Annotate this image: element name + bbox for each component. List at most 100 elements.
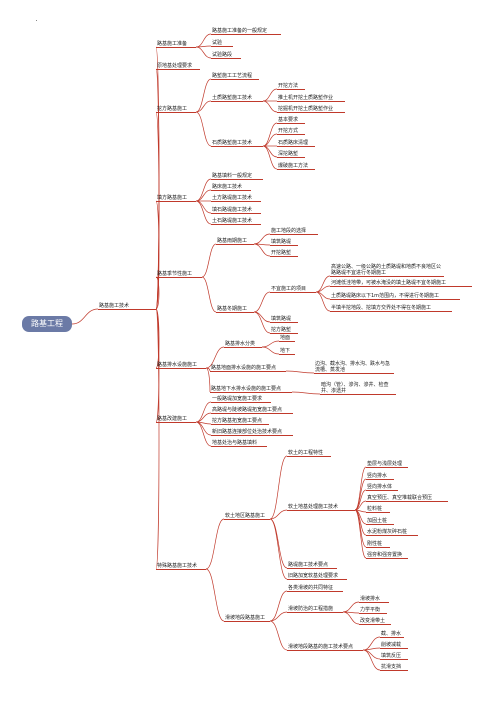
topic-node-a8c1d2e1[interactable]: 垫层与浅层处理 [366,461,408,468]
topic-node-a8c2[interactable]: 滑坡地段路基施工 [224,615,270,622]
topic-node-a2[interactable]: 原地基处理要求 [156,63,200,70]
branch-line-a8c1d2e8 [354,509,367,548]
topic-node-a5[interactable]: 路基季节性施工 [156,271,202,278]
topic-node-a8c1d2e7[interactable]: 水泥粉煤灰碎石桩 [366,529,418,536]
topic-node-a8c2d3e1[interactable]: 截、排水 [380,631,404,638]
branch-line-a5c2d1e4 [315,291,331,312]
branch-line-a4c2 [195,189,212,202]
topic-node-a5c2d2[interactable]: 填筑路堤 [270,316,298,323]
topic-node-a8c1[interactable]: 软土地区路基施工 [224,513,270,520]
topic-node-a5c2[interactable]: 路基冬期施工 [216,306,254,313]
topic-node-a8c1d1[interactable]: 软土的工程特性 [287,450,331,457]
topic-node-a7c4[interactable]: 新旧路基连接部位处治技术要点 [211,429,293,436]
topic-node-a8c2d3e3[interactable]: 填筑反压 [380,653,408,660]
topic-node-a4c3[interactable]: 土方路堤施工技术 [211,195,261,202]
topic-node-a8c2d2e2[interactable]: 力学平衡 [359,607,387,614]
branch-line-a5c2d1 [253,291,271,313]
topic-node-a6c3[interactable]: 路基地下水排水设施的施工要点 [210,386,292,393]
topic-node-a1c2[interactable]: 试验 [211,40,233,47]
topic-node-a7[interactable]: 路基改建施工 [156,416,196,423]
topic-node-a3c3d5[interactable]: 爆破施工方法 [277,163,315,170]
branch-line-a4 [155,200,160,310]
topic-node-a8c1d2e9[interactable]: 强夯和强夯置换 [366,552,408,559]
topic-node-a4c4[interactable]: 填石路堤施工技术 [211,207,261,214]
topic-node-a8c2d3e2[interactable]: 削坡减载 [380,642,408,649]
topic-node-a3c2[interactable]: 土质路堑施工技术 [211,95,263,102]
branch-line-a8c1d1 [269,455,288,520]
topic-node-a8c2d2[interactable]: 滑坡防治的工程措施 [287,606,343,613]
topic-node-a8c1d3[interactable]: 路堤施工技术要点 [287,562,337,569]
topic-node-a8c1d2e8[interactable]: 刚性桩 [366,541,390,548]
topic-node-a3c2d1[interactable]: 开挖方法 [277,83,305,90]
topic-node-a7c1[interactable]: 一般路堤加宽施工要求 [211,396,271,403]
topic-node-a1c3[interactable]: 试验路段 [211,52,241,59]
topic-node-a7c2[interactable]: 高路堤与陡坡路堤拓宽施工要点 [211,407,293,414]
branch-line-a6c2d1 [285,370,315,374]
topic-node-a5c2d1e3[interactable]: 土质路堤路床以下1m范围内，不得进行冬期施工 [330,293,460,300]
branch-line-a8c2d3 [269,620,288,651]
topic-node-a8c2d1[interactable]: 各类滑坡的共同特征 [287,585,343,592]
branch-line-a8c2d2 [269,611,288,622]
topic-node-a8c2d2e3[interactable]: 改变滑带土 [359,618,391,625]
topic-node-a3c3d2[interactable]: 开挖方式 [277,128,305,135]
topic-node-a7c5[interactable]: 地基处治与路基填料 [211,440,267,447]
root-node[interactable]: 路基工程 [22,316,72,332]
topic-node-a8c1d4[interactable]: 旧路加宽软基处理要求 [287,573,347,580]
topic-node-a8c1d2e6[interactable]: 加固土桩 [366,518,394,525]
branch-line-a1c1 [195,33,212,48]
branch-line-a8c2d1 [269,590,288,622]
branch-line-a1c3 [195,46,212,59]
branch-line-a3c3 [195,111,212,147]
topic-node-a6c3d1[interactable]: 暗沟（管）、渗沟、渗井、检查井、渗透井 [320,382,396,395]
topic-node-a3c2d2[interactable]: 推土机开挖土质路堑作业 [277,95,345,102]
topic-node-a1c1[interactable]: 路基施工准备的一般规定 [211,28,281,35]
branch-line-a8c2d2e1 [342,601,360,613]
branch-line-a8c2d3e3 [362,649,381,660]
topic-node-a4c1[interactable]: 路基填料一般规定 [211,173,263,180]
topic-node-a5c1d3[interactable]: 开挖路堑 [270,250,298,257]
topic-node-a5c2d1e2[interactable]: 河滩低洼地带，可被水淹没的填土路堤不宜冬期施工 [330,280,472,287]
topic-node-a1[interactable]: 路基施工准备 [156,41,196,48]
topic-node-a8c1d2e4[interactable]: 真空预压、真空堆载联合预压 [366,495,448,502]
topic-node-a8c2d3e4[interactable]: 抗滑支挡 [380,664,408,671]
topic-node-a8c1d2e5[interactable]: 粒料桩 [366,506,390,513]
topic-node-a8c2d2e1[interactable]: 滑坡排水 [359,596,389,603]
topic-node-a3c2d3[interactable]: 挖掘机开挖土质路堑作业 [277,106,345,113]
topic-node-a6c1[interactable]: 路基排水分类 [224,341,262,348]
topic-node-a6[interactable]: 路基排水设施施工 [156,362,206,369]
topic-node-a4[interactable]: 填方路基施工 [156,195,196,202]
topic-node-a8c1d2[interactable]: 软土地基处理施工技术 [287,504,355,511]
topic-node-a3c3d4[interactable]: 深挖路堑 [277,151,305,158]
topic-node-a8c1d2e3[interactable]: 竖向排水体 [366,484,398,491]
topic-node-a6c2[interactable]: 路基地面排水设施的施工要点 [210,365,286,372]
corner-mark [36,20,37,21]
topic-node-a3c1[interactable]: 路堑施工工艺流程 [211,73,259,80]
topic-node-a5c1d2[interactable]: 填筑路堤 [270,239,298,246]
topic-node-a3c3d3[interactable]: 石质路床清理 [277,140,315,147]
topic-node-a4c5[interactable]: 土石路堤施工技术 [211,218,261,225]
topic-node-a5c2d3[interactable]: 挖方路堑 [270,327,298,334]
topic-node-a6c2d1[interactable]: 边沟、截水沟、排水沟、跌水与急流槽、蒸发池 [314,361,394,374]
branch-line-a5c1 [201,243,217,278]
branch-line-a3 [155,111,160,310]
topic-node-a8c2d3[interactable]: 滑坡地段路基的施工技术要点 [287,644,363,651]
topic-node-a5c2d1e1[interactable]: 高速公路、一级公路的土质路堤和地质不良地区公路路堤不宜进行冬期施工 [330,264,444,277]
topic-node-a8c1d2e2[interactable]: 竖向排水 [366,473,394,480]
topic-node-a3c3[interactable]: 石质路堑施工技术 [211,140,263,147]
topic-node-a6c1d1[interactable]: 地面 [279,335,295,342]
branch-line-a6c1d1 [261,340,280,348]
topic-node-a5c2d1[interactable]: 不宜施工的项目 [270,286,316,293]
topic-node-a5c1[interactable]: 路基雨期施工 [216,238,254,245]
topic-node-a8[interactable]: 特殊路基施工技术 [156,563,206,570]
branch-line-a3c2d3 [262,100,278,113]
topic-node-n1[interactable]: 路基施工技术 [98,303,156,310]
topic-node-a6c1d2[interactable]: 地下 [279,348,295,355]
topic-node-a4c2[interactable]: 路床施工技术 [211,184,251,191]
topic-node-a5c2d1e4[interactable]: 半填半挖地段、挖填方交界处不得在冬期施工 [330,305,452,312]
topic-node-a7c3[interactable]: 挖方路基拓宽施工要点 [211,418,269,425]
topic-node-a3[interactable]: 挖方路基施工 [156,106,196,113]
topic-node-a3c3d1[interactable]: 基本要求 [277,117,305,124]
topic-node-a5c1d1[interactable]: 施工地段的选择 [270,228,318,235]
branch-line-a8c2 [205,568,225,622]
